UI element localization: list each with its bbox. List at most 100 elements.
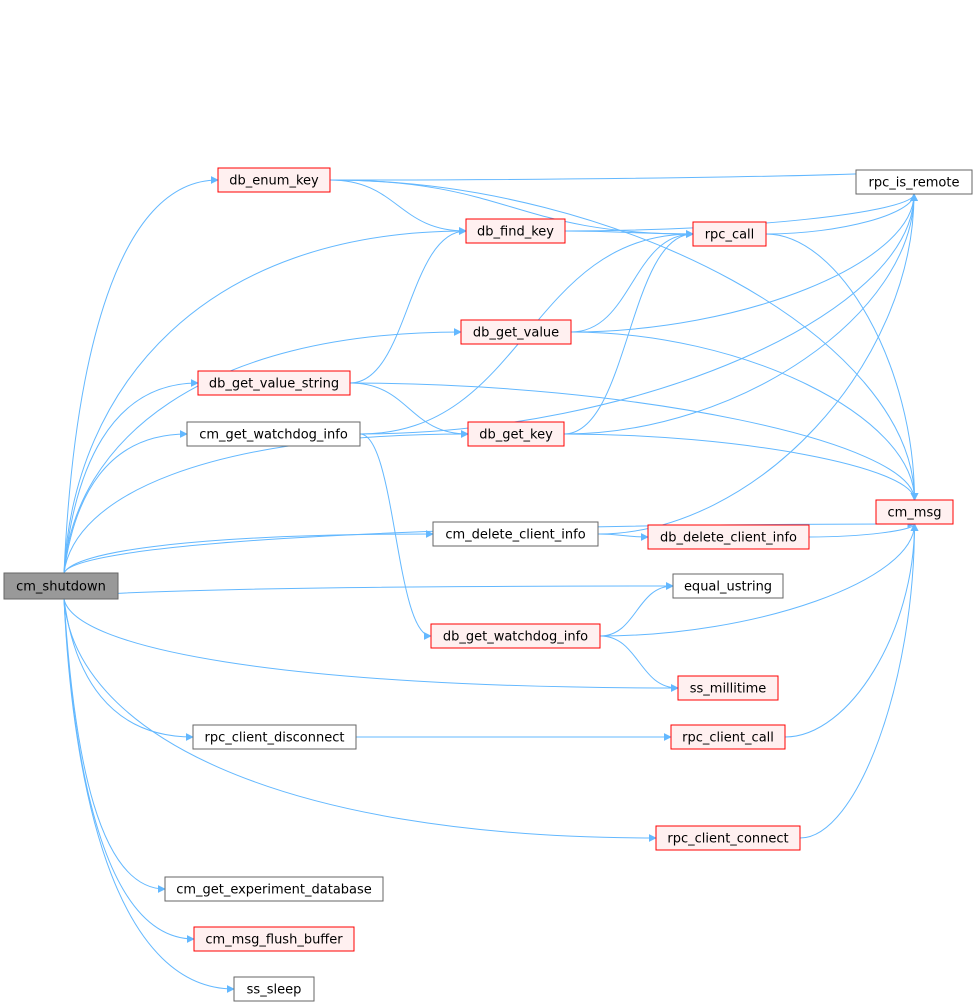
node-label-ss_millitime: ss_millitime [690,682,767,697]
node-db_find_key[interactable]: db_find_key [465,218,566,244]
edge-cm_delete_client_info-to-db_delete_client_info [597,532,649,541]
node-cm_get_watchdog_info[interactable]: cm_get_watchdog_info [186,421,361,447]
node-box-cm_msg [875,499,954,525]
node-db_get_value_string[interactable]: db_get_value_string [197,370,351,396]
node-label-rpc_call: rpc_call [705,228,755,243]
node-cm_shutdown[interactable]: cm_shutdown [3,572,119,600]
node-box-db_enum_key [217,167,331,193]
edges-layer [63,169,919,993]
edge-db_get_watchdog_info-to-ss_millitime [599,635,679,692]
edge-db_get_value-to-rpc_call [570,230,694,333]
edge-db_get_value-to-cm_msg [570,331,919,501]
node-box-rpc_client_call [670,724,786,750]
edge-db_enum_key-to-db_find_key [329,179,467,235]
node-db_enum_key[interactable]: db_enum_key [217,167,331,193]
node-label-rpc_client_disconnect: rpc_client_disconnect [205,731,345,746]
edge-db_get_key-to-rpc_call [563,230,694,435]
node-box-cm_msg_flush_buffer [193,926,355,952]
edge-cm_delete_client_info-to-rpc_is_remote [597,193,918,535]
edge-rpc_call-to-cm_msg [765,233,919,501]
node-box-cm_delete_client_info [432,521,599,547]
node-label-ss_sleep: ss_sleep [247,983,302,998]
edge-cm_shutdown-to-cm_delete_client_info [63,530,434,574]
edge-cm_shutdown-to-cm_get_watchdog_info [63,430,188,574]
node-box-db_find_key [465,218,566,244]
node-box-cm_shutdown [3,572,119,600]
edge-cm_shutdown-to-rpc_client_disconnect [63,598,194,741]
node-rpc_is_remote[interactable]: rpc_is_remote [855,169,973,195]
node-box-cm_get_experiment_database [164,876,384,902]
node-box-rpc_call [692,221,767,247]
node-rpc_call[interactable]: rpc_call [692,221,767,247]
edge-rpc_call-to-rpc_is_remote [765,193,918,235]
node-label-cm_msg_flush_buffer: cm_msg_flush_buffer [205,933,343,948]
node-label-cm_delete_client_info: cm_delete_client_info [445,528,585,543]
node-box-ss_millitime [677,675,779,701]
node-rpc_client_call[interactable]: rpc_client_call [670,724,786,750]
node-box-rpc_is_remote [855,169,973,195]
node-label-rpc_client_connect: rpc_client_connect [667,832,788,847]
edge-cm_shutdown-to-db_enum_key [63,176,219,574]
node-box-equal_ustring [672,573,784,599]
node-rpc_client_disconnect[interactable]: rpc_client_disconnect [192,724,357,750]
node-db_get_watchdog_info[interactable]: db_get_watchdog_info [430,623,601,649]
node-cm_msg_flush_buffer[interactable]: cm_msg_flush_buffer [193,926,355,952]
edge-db_enum_key-to-rpc_is_remote [329,169,918,181]
edge-cm_get_watchdog_info-to-db_get_watchdog_info [359,433,432,640]
node-equal_ustring[interactable]: equal_ustring [672,573,784,599]
node-label-cm_get_watchdog_info: cm_get_watchdog_info [199,428,348,443]
node-ss_sleep[interactable]: ss_sleep [233,976,315,1002]
edge-db_get_watchdog_info-to-cm_msg [599,523,919,637]
edge-cm_shutdown-to-db_get_value [63,328,462,574]
node-label-db_find_key: db_find_key [477,225,554,240]
node-label-db_get_value_string: db_get_value_string [209,377,339,392]
node-label-db_delete_client_info: db_delete_client_info [660,531,797,546]
node-cm_get_experiment_database[interactable]: cm_get_experiment_database [164,876,384,902]
node-box-db_get_value_string [197,370,351,396]
node-box-db_get_key [467,421,565,447]
edge-rpc_client_connect-to-cm_msg [799,523,919,839]
node-cm_delete_client_info[interactable]: cm_delete_client_info [432,521,599,547]
node-rpc_client_connect[interactable]: rpc_client_connect [655,825,801,851]
edge-db_get_value_string-to-db_find_key [349,227,467,384]
nodes-layer: cm_shutdown db_enum_key db_find_key db_get_… [3,167,973,1002]
edge-db_enum_key-to-cm_msg [329,179,919,501]
edge-rpc_client_call-to-cm_msg [784,523,919,738]
node-box-ss_sleep [233,976,315,1002]
edge-db_get_value-to-rpc_is_remote [570,193,918,333]
edge-db_delete_client_info-to-cm_msg [808,523,919,538]
edge-db_get_value_string-to-db_get_key [349,382,469,438]
edge-db_find_key-to-rpc_is_remote [564,193,918,232]
node-label-equal_ustring: equal_ustring [684,580,772,595]
node-label-cm_get_experiment_database: cm_get_experiment_database [176,883,372,898]
node-label-db_enum_key: db_enum_key [229,174,319,189]
node-box-db_delete_client_info [647,524,810,550]
node-box-db_get_watchdog_info [430,623,601,649]
node-box-rpc_client_connect [655,825,801,851]
node-box-rpc_client_disconnect [192,724,357,750]
node-label-db_get_key: db_get_key [479,428,553,443]
node-ss_millitime[interactable]: ss_millitime [677,675,779,701]
node-db_get_value[interactable]: db_get_value [460,319,572,345]
edge-cm_shutdown-to-rpc_client_connect [63,598,657,842]
node-label-cm_msg: cm_msg [888,506,942,521]
edge-cm_shutdown-to-db_find_key [63,227,467,574]
edge-db_get_watchdog_info-to-equal_ustring [599,582,674,637]
edge-db_get_key-to-rpc_is_remote [563,193,918,435]
edge-cm_shutdown-to-ss_sleep [63,598,235,993]
edge-cm_shutdown-to-cm_get_experiment_database [63,598,166,893]
node-box-db_get_value [460,319,572,345]
node-label-rpc_client_call: rpc_client_call [682,731,774,746]
node-label-db_get_watchdog_info: db_get_watchdog_info [443,630,588,645]
node-label-db_get_value: db_get_value [473,326,559,341]
node-db_get_key[interactable]: db_get_key [467,421,565,447]
edge-cm_shutdown-to-db_get_value_string [63,379,199,574]
edge-cm_shutdown-to-db_get_key [63,430,469,574]
node-box-cm_get_watchdog_info [186,421,361,447]
node-label-cm_shutdown: cm_shutdown [16,580,106,595]
node-cm_msg[interactable]: cm_msg [875,499,954,525]
edge-db_get_key-to-cm_msg [563,433,919,501]
edge-cm_shutdown-to-ss_millitime [63,598,679,692]
node-db_delete_client_info[interactable]: db_delete_client_info [647,524,810,550]
